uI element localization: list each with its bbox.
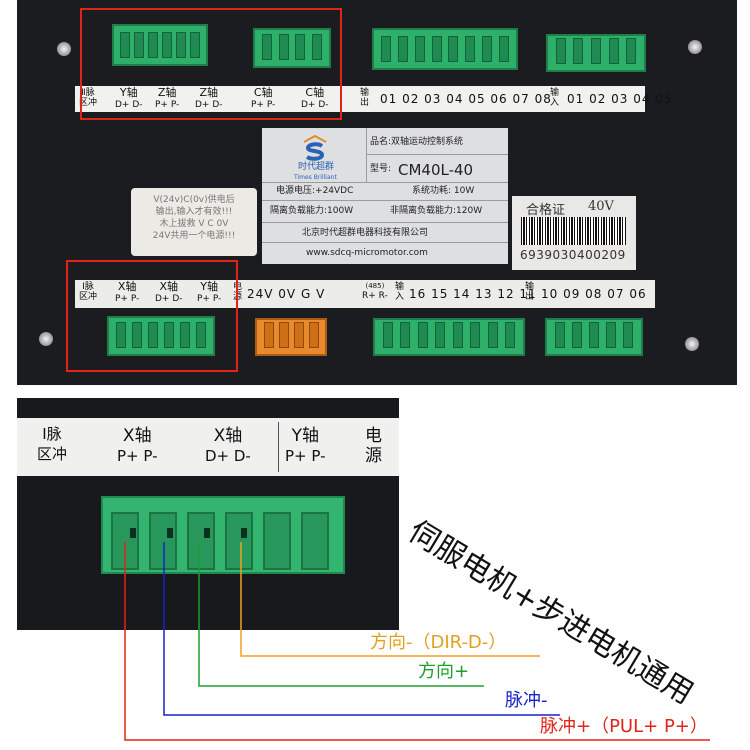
- terminal-block-bottom-4: [545, 318, 643, 356]
- power-terminals-label: 24V 0V G V: [247, 287, 326, 301]
- label-input-bottom-1: 输: [395, 282, 405, 292]
- label-x-axis-2-pins: D+ D-: [155, 294, 183, 304]
- note-line-1: V(24v)C(0v)供电后: [153, 195, 235, 205]
- label-c-axis-1-pins: P+ P-: [251, 100, 276, 110]
- label-z-axis-2: Z轴: [199, 86, 219, 99]
- label-i-pulse-bottom-1: Ⅰ脉: [82, 282, 94, 292]
- zoom-label-x-axis-2: X轴: [213, 426, 243, 446]
- barcode-number: 6939030400209: [520, 248, 626, 262]
- label-z-axis-1: Z轴: [157, 86, 177, 99]
- label-i-pulse-bottom-2: 区冲: [79, 292, 98, 302]
- terminal-block-power: [255, 318, 327, 356]
- label-i-pulse-1: Ⅱ脉: [81, 88, 95, 98]
- terminal-block-top-4: [546, 34, 646, 72]
- label-x-axis-2: X轴: [159, 280, 179, 293]
- terminal-block-bottom-3: [373, 318, 525, 356]
- terminal-block-top-2: [253, 28, 331, 68]
- zoomed-terminal-block: [101, 496, 345, 574]
- nameplate: 时代超群 Times Brilliant 品名:双轴运动控制系统 型号: CM4…: [262, 128, 508, 264]
- certificate-label: 合格证 40V 6939030400209: [512, 196, 636, 270]
- label-c-axis-1: C轴: [253, 86, 273, 99]
- label-c-axis-2: C轴: [305, 86, 325, 99]
- label-x-axis-1-pins: P+ P-: [115, 294, 140, 304]
- logo-name: 时代超群: [298, 162, 335, 172]
- label-input-1: 输: [550, 88, 560, 98]
- label-y-axis-bottom: Y轴: [200, 280, 219, 293]
- company-name: 北京时代超群电器科技有限公司: [302, 228, 429, 238]
- zoom-label-y-axis-pins: P+ P-: [285, 447, 326, 465]
- label-z-axis-2-pins: D+ D-: [195, 100, 223, 110]
- screw-top-left: [57, 42, 71, 56]
- annotation-pulse-plus: 脉冲+（PUL+ P+）: [540, 716, 708, 737]
- annotation-dir-plus: 方向+: [418, 661, 470, 682]
- label-output-bottom-2: 出: [525, 292, 535, 302]
- note-line-2: 输出,输入才有效!!!: [155, 207, 233, 217]
- product-name: 品名:双轴运动控制系统: [370, 137, 464, 147]
- note-line-4: 24V共用一个电源!!!: [152, 231, 236, 241]
- zoom-label-x-axis-1-pins: P+ P-: [117, 447, 158, 465]
- zoom-divider: [278, 422, 279, 472]
- zoom-label-i-pulse-1: Ⅰ脉: [42, 425, 62, 443]
- wire-pulse-minus: [163, 542, 560, 716]
- certificate-title: 合格证: [526, 203, 566, 218]
- barcode: [521, 217, 626, 245]
- label-y-axis: Y轴: [119, 86, 138, 99]
- certificate-value: 40V: [588, 199, 614, 214]
- zoom-label-power-2: 源: [365, 446, 382, 466]
- terminal-block-bottom-1: [107, 316, 215, 356]
- terminal-block-top-1: [112, 24, 208, 66]
- model-number: CM40L-40: [398, 161, 474, 179]
- input-numbers-bottom: 16 15 14 13 12 11: [409, 287, 537, 301]
- power-consumption: 系统功耗: 10W: [412, 186, 475, 196]
- non-isolated-load: 非隔离负载能力:120W: [390, 206, 483, 216]
- input-numbers-top: 01 02 03 04 05: [567, 92, 673, 106]
- warning-note-sticker: V(24v)C(0v)供电后 输出,输入才有效!!! 木上拔救 V C 0V 2…: [131, 188, 257, 256]
- wire-dir-plus: [198, 542, 484, 687]
- screw-bottom-right: [685, 337, 699, 351]
- label-y-axis-pins: D+ D-: [115, 100, 143, 110]
- label-c-axis-2-pins: D+ D-: [301, 100, 329, 110]
- label-y-axis-bottom-pins: P+ P-: [197, 294, 222, 304]
- highlight-box-top: [80, 8, 342, 120]
- label-rs485-pins: R+ R-: [362, 291, 388, 301]
- annotation-pulse-minus: 脉冲-: [505, 690, 548, 711]
- terminal-block-top-3: [372, 28, 518, 70]
- label-i-pulse-2: 区冲: [79, 98, 98, 108]
- screw-top-right: [688, 40, 702, 54]
- label-output-2: 出: [360, 98, 370, 108]
- zoom-label-x-axis-2-pins: D+ D-: [205, 447, 251, 465]
- zoom-label-x-axis-1: X轴: [122, 426, 152, 446]
- label-output-1: 输: [360, 88, 370, 98]
- label-input-2: 入: [550, 98, 560, 108]
- zoom-label-power-1: 电: [365, 426, 382, 446]
- company-logo-icon: [303, 134, 327, 161]
- screw-bottom-left: [39, 332, 53, 346]
- highlight-box-bottom: [66, 260, 238, 372]
- isolated-load: 隔离负载能力:100W: [270, 206, 354, 216]
- label-input-bottom-2: 入: [395, 292, 405, 302]
- company-url: www.sdcq-micromotor.com: [306, 248, 428, 258]
- annotation-dir-minus: 方向-（DIR-D-）: [370, 632, 507, 653]
- output-numbers-bottom: 10 09 08 07 06: [541, 287, 647, 301]
- label-z-axis-1-pins: P+ P-: [155, 100, 180, 110]
- label-x-axis-1: X轴: [117, 280, 137, 293]
- output-numbers-top: 01 02 03 04 05 06 07 08: [380, 92, 552, 106]
- label-output-bottom-1: 输: [525, 282, 535, 292]
- note-line-3: 木上拔救 V C 0V: [159, 219, 229, 229]
- zoom-label-i-pulse-2: 区冲: [37, 445, 68, 463]
- logo-subtitle: Times Brilliant: [294, 174, 337, 181]
- wire-dir-minus: [240, 542, 540, 657]
- label-rs485: (485): [365, 282, 385, 290]
- wire-pulse-plus: [124, 542, 710, 741]
- zoom-label-y-axis: Y轴: [291, 426, 319, 446]
- model-prefix: 型号:: [370, 164, 392, 174]
- power-voltage: 电源电压:+24VDC: [276, 186, 354, 196]
